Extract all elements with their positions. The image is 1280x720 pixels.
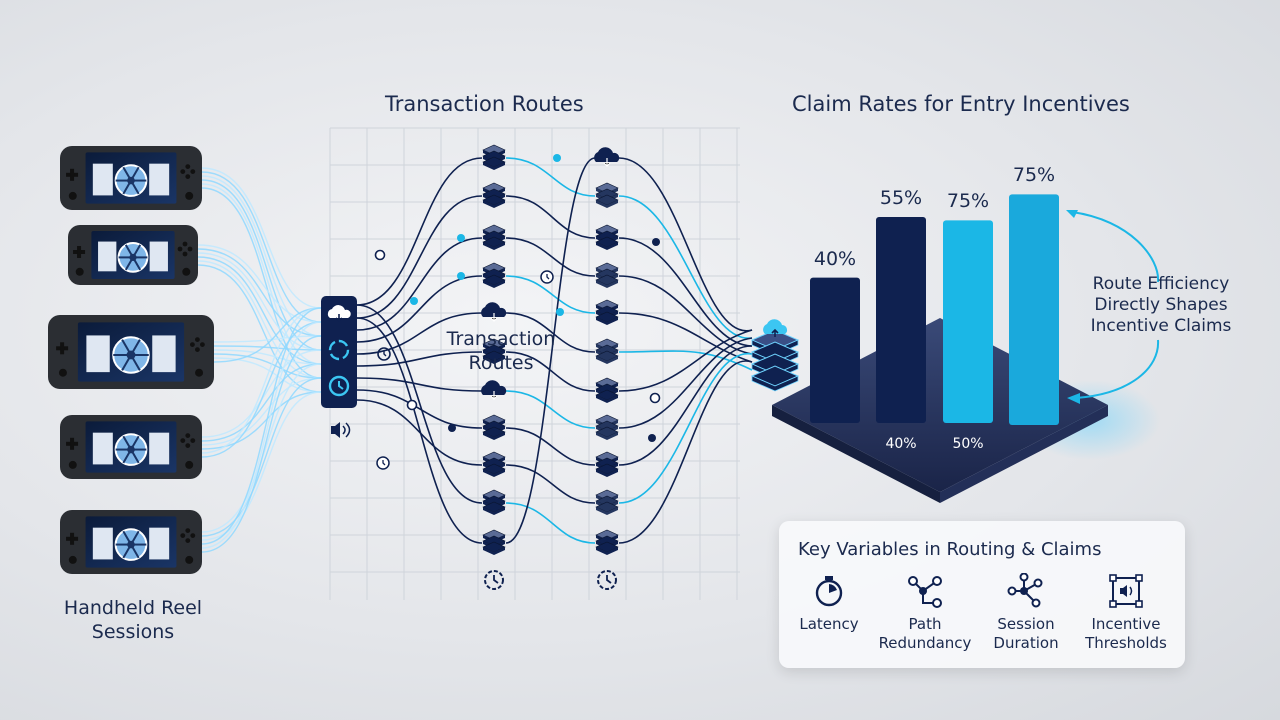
timer-icon-left	[377, 347, 391, 361]
variable-session-line1: Session	[997, 615, 1055, 633]
server-node-icon	[482, 338, 506, 364]
routes-title: Transaction Routes	[385, 92, 584, 116]
reel	[92, 527, 113, 560]
key-variables-title: Key Variables in Routing & Claims	[798, 539, 1102, 560]
variable-latency-label: Latency	[779, 615, 879, 634]
bar-value-label: 55%	[879, 187, 923, 210]
bar-value-label: 75%	[1012, 164, 1056, 187]
network-icon	[908, 576, 942, 608]
threshold-icon	[1109, 574, 1143, 608]
claim-bars	[810, 194, 1059, 425]
reel	[149, 163, 170, 196]
variable-path-line2: Redundancy	[878, 634, 972, 652]
fiber-lines	[197, 167, 322, 553]
efficiency-note-line3: Incentive Claims	[1090, 316, 1232, 336]
server-node-icon	[482, 224, 506, 250]
route-lines	[356, 154, 753, 544]
handheld-device	[48, 315, 214, 389]
sessions-label: Handheld Reel Sessions	[38, 596, 228, 644]
sound-icon	[331, 422, 351, 438]
variable-session-duration: Session Duration	[976, 573, 1076, 653]
server-node-icon	[595, 224, 619, 250]
variable-incentive-thresholds: Incentive Thresholds	[1076, 573, 1176, 653]
handheld-device	[60, 415, 202, 479]
server-node-icon	[595, 262, 619, 288]
server-node-icon	[482, 451, 506, 477]
cloud-icon	[327, 305, 351, 323]
server-node-icon	[482, 529, 506, 555]
efficiency-arrows	[1066, 210, 1160, 404]
routes-center-label: Transaction Routes	[418, 327, 584, 375]
sessions-label-line1: Handheld Reel	[63, 597, 203, 619]
variable-latency-line1: Latency	[799, 615, 859, 633]
bar	[810, 277, 860, 423]
left-hub	[321, 296, 357, 408]
reel	[86, 335, 110, 373]
clock-icon-col2	[597, 570, 617, 590]
bar	[943, 220, 993, 423]
reel	[149, 432, 170, 465]
handheld-devices	[48, 146, 214, 574]
routes-center-line1: Transaction	[446, 328, 556, 350]
stopwatch-icon	[815, 576, 843, 607]
cloud-node-icon	[594, 147, 620, 167]
handheld-device	[68, 225, 198, 285]
reel	[152, 335, 176, 373]
cloud-icon-right	[763, 319, 787, 337]
bar-base-label: 50%	[952, 436, 984, 452]
server-node-icon	[595, 338, 619, 364]
server-node-icon	[595, 489, 619, 515]
server-node-icon	[595, 182, 619, 208]
bar-value-label: 75%	[946, 190, 990, 213]
server-node-icon	[595, 529, 619, 555]
bar	[876, 217, 926, 423]
variable-latency: Latency	[779, 573, 879, 634]
bar-value-label: 40%	[813, 247, 857, 270]
server-node-icon	[482, 182, 506, 208]
handheld-device	[60, 510, 202, 574]
reel	[149, 527, 170, 560]
clock-icon-col1	[484, 570, 504, 590]
route-nodes	[481, 144, 620, 555]
variable-path-redundancy: Path Redundancy	[875, 573, 975, 653]
claims-title: Claim Rates for Entry Incentives	[792, 92, 1130, 116]
server-node-icon	[595, 451, 619, 477]
handheld-device	[60, 146, 202, 210]
server-node-icon	[595, 414, 619, 440]
sessions-label-line2: Sessions	[91, 621, 175, 643]
server-node-icon	[482, 489, 506, 515]
variable-path-redundancy-label: Path Redundancy	[875, 615, 975, 653]
reel	[92, 163, 113, 196]
server-node-icon	[482, 144, 506, 170]
bar	[1009, 194, 1059, 425]
variable-session-line2: Duration	[993, 634, 1059, 652]
clock-icon	[328, 375, 350, 397]
variable-session-duration-label: Session Duration	[976, 615, 1076, 653]
efficiency-note-line2: Directly Shapes	[1094, 295, 1228, 315]
right-hub	[750, 319, 800, 392]
network-icon	[1007, 573, 1043, 608]
efficiency-note-line1: Route Efficiency	[1092, 274, 1230, 294]
reel	[149, 241, 168, 272]
cloud-node-icon	[481, 302, 507, 322]
reel	[92, 432, 113, 465]
variable-incentive-line1: Incentive	[1091, 615, 1161, 633]
cloud-node-icon	[481, 380, 507, 400]
server-node-icon	[482, 262, 506, 288]
server-node-icon	[595, 377, 619, 403]
variable-incentive-thresholds-label: Incentive Thresholds	[1076, 615, 1176, 653]
refresh-icon	[328, 339, 350, 361]
efficiency-note: Route Efficiency Directly Shapes Incenti…	[1082, 274, 1240, 337]
variable-path-line1: Path	[908, 615, 942, 633]
reel	[98, 241, 117, 272]
server-node-icon	[595, 299, 619, 325]
server-node-icon	[482, 414, 506, 440]
variable-incentive-line2: Thresholds	[1085, 634, 1167, 652]
bar-base-label: 40%	[885, 436, 917, 452]
key-variables-panel: Key Variables in Routing & Claims Latenc…	[779, 521, 1185, 668]
routes-center-line2: Routes	[468, 352, 534, 374]
